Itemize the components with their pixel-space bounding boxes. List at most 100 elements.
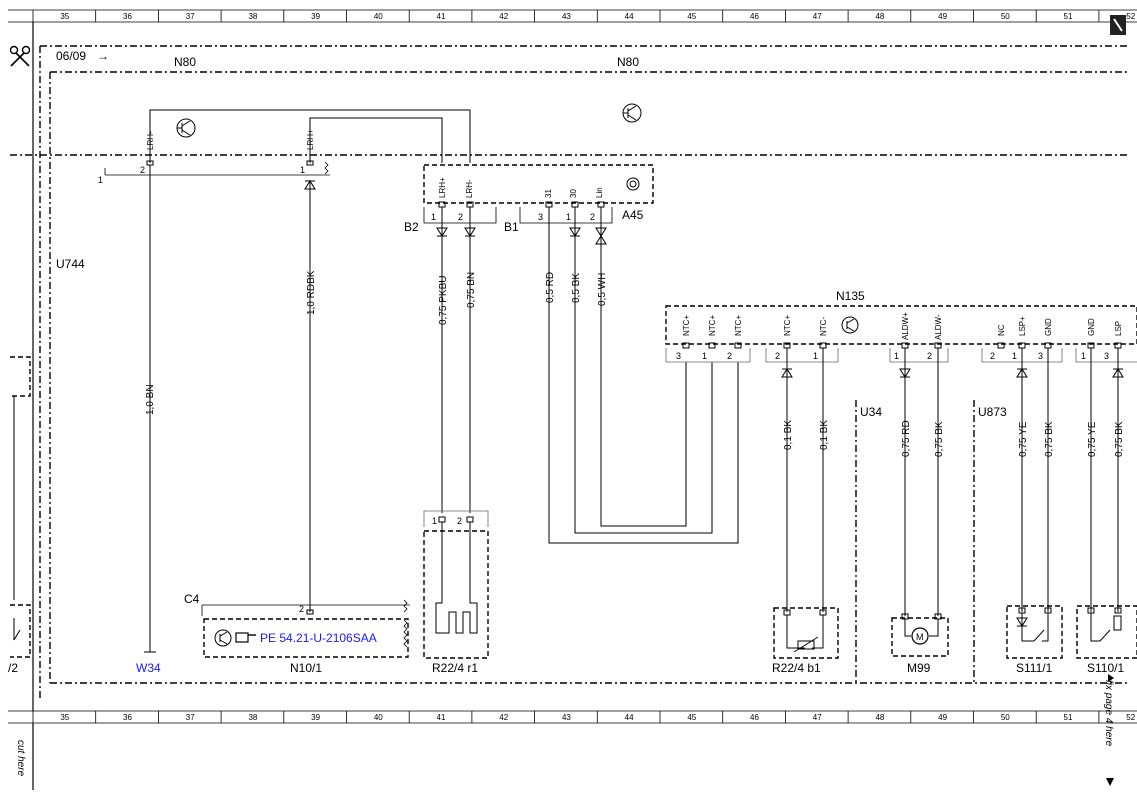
n80-label-right: N80: [617, 55, 639, 69]
svg-text:0,1 BK: 0,1 BK: [819, 420, 830, 450]
svg-text:2: 2: [299, 604, 304, 614]
signal-lrh-minus: LRH-: [146, 131, 155, 150]
svg-text:GND: GND: [1087, 318, 1096, 336]
pin-label: 2: [140, 165, 145, 175]
pin-label: 1: [300, 165, 305, 175]
r22-4-b1-label: R22/4 b1: [772, 661, 821, 675]
m99-label: M99: [907, 661, 931, 675]
svg-text:NTC-: NTC-: [819, 317, 828, 336]
svg-text:NTC+: NTC+: [783, 315, 792, 336]
svg-text:1: 1: [1081, 351, 1086, 361]
svg-text:0,75 BK: 0,75 BK: [934, 421, 945, 457]
u34-label: U34: [860, 405, 882, 419]
a45-label: A45: [622, 208, 644, 222]
ruler-label: 46: [750, 12, 759, 21]
n135-signal-labels: NTC+ NTC+ NTC+ NTC+ NTC- ALDW+ ALDW- NC …: [682, 312, 1123, 340]
motor-icon: M: [911, 627, 929, 645]
ruler-label: 47: [813, 713, 822, 722]
svg-text:0,75 PKBU: 0,75 PKBU: [438, 276, 449, 325]
u873-label: U873: [978, 405, 1007, 419]
s110-1-component: [1076, 605, 1137, 659]
n80-module-box: [39, 45, 1130, 700]
cut-here-note: cut here: [15, 740, 26, 777]
ruler-label: 48: [875, 12, 884, 21]
svg-text:0,5 RD: 0,5 RD: [545, 272, 556, 303]
svg-text:NTC+: NTC+: [708, 315, 717, 336]
node-label: 1: [98, 175, 103, 185]
transistor-icon: [176, 118, 196, 138]
svg-text:1: 1: [432, 516, 437, 526]
svg-text:2: 2: [927, 351, 932, 361]
svg-text:1: 1: [431, 212, 436, 222]
fix-page-note: fix page 4 here: [1103, 680, 1114, 747]
svg-text:0,5 BK: 0,5 BK: [571, 273, 582, 303]
ruler-label: 41: [437, 12, 446, 21]
hand-pointer-icon[interactable]: [235, 632, 256, 643]
n80-label-left: N80: [174, 55, 196, 69]
pencil-icon[interactable]: [1110, 15, 1126, 35]
n10-1-module: [203, 618, 409, 658]
ruler-label: 45: [687, 12, 696, 21]
a45-module: [423, 164, 654, 204]
signal-lrh-plus: LRH+: [306, 129, 315, 150]
ruler-label: 40: [374, 713, 383, 722]
svg-text:LRH-: LRH-: [465, 179, 474, 198]
n10-1-label: N10/1: [290, 661, 322, 675]
ruler-label: 43: [562, 12, 571, 21]
wire-1-0-bn: 1,0 BN: [145, 384, 156, 415]
svg-text:31: 31: [544, 189, 553, 198]
svg-text:ALDW-: ALDW-: [934, 314, 943, 340]
svg-text:LRH+: LRH+: [438, 177, 447, 198]
svg-text:Lin: Lin: [595, 187, 604, 198]
svg-text:LSP+: LSP+: [1018, 316, 1027, 336]
a45-wires: [436, 207, 739, 544]
svg-text:NTC+: NTC+: [734, 315, 743, 336]
transistor-icon: [214, 629, 232, 647]
ruler-label: 44: [625, 12, 634, 21]
left-cut-label: /2: [8, 661, 18, 675]
ruler-label: 49: [938, 713, 947, 722]
ruler-label: 36: [123, 12, 132, 21]
ruler-label: 52: [1126, 713, 1135, 722]
s111-1-component: [1006, 605, 1063, 659]
svg-text:M: M: [916, 632, 924, 642]
svg-text:0,75 BN: 0,75 BN: [466, 272, 477, 308]
svg-text:3: 3: [1038, 351, 1043, 361]
pe-link[interactable]: PE 54.21-U-2106SAA: [260, 631, 377, 645]
ruler-label: 35: [60, 12, 69, 21]
svg-text:1: 1: [894, 351, 899, 361]
svg-text:2: 2: [990, 351, 995, 361]
svg-text:GND: GND: [1044, 318, 1053, 336]
w34-link[interactable]: W34: [136, 661, 161, 675]
transistor-icon: [622, 103, 642, 123]
ruler-label: 50: [1001, 713, 1010, 722]
scissors-icon[interactable]: [9, 45, 31, 67]
ruler-label: 37: [186, 12, 195, 21]
svg-text:0,75 YE: 0,75 YE: [1018, 421, 1029, 457]
ruler-label: 47: [813, 12, 822, 21]
ruler-label: 51: [1064, 12, 1073, 21]
b2-label: B2: [404, 220, 419, 234]
svg-text:NC: NC: [997, 324, 1006, 336]
ruler-label: 36: [123, 713, 132, 722]
ruler-label: 51: [1064, 713, 1073, 722]
svg-text:LSP: LSP: [1114, 321, 1123, 336]
svg-text:2: 2: [457, 516, 462, 526]
n135-connectors: [665, 348, 1137, 363]
date-arrow: →: [97, 49, 109, 63]
ruler-label: 40: [374, 12, 383, 21]
svg-text:3: 3: [538, 212, 543, 222]
ruler-label: 35: [60, 713, 69, 722]
arrow-icon: [1108, 674, 1114, 682]
n135-wires: [781, 348, 1124, 616]
svg-text:2: 2: [458, 212, 463, 222]
r22-4-r1-label: R22/4 r1: [432, 661, 478, 675]
ruler-label: 49: [938, 12, 947, 21]
ruler-label: 48: [875, 713, 884, 722]
ruler-label: 38: [248, 12, 257, 21]
ruler-label: 45: [687, 713, 696, 722]
s110-1-label: S110/1: [1087, 661, 1124, 675]
r22-4-r1-component: [423, 530, 489, 659]
